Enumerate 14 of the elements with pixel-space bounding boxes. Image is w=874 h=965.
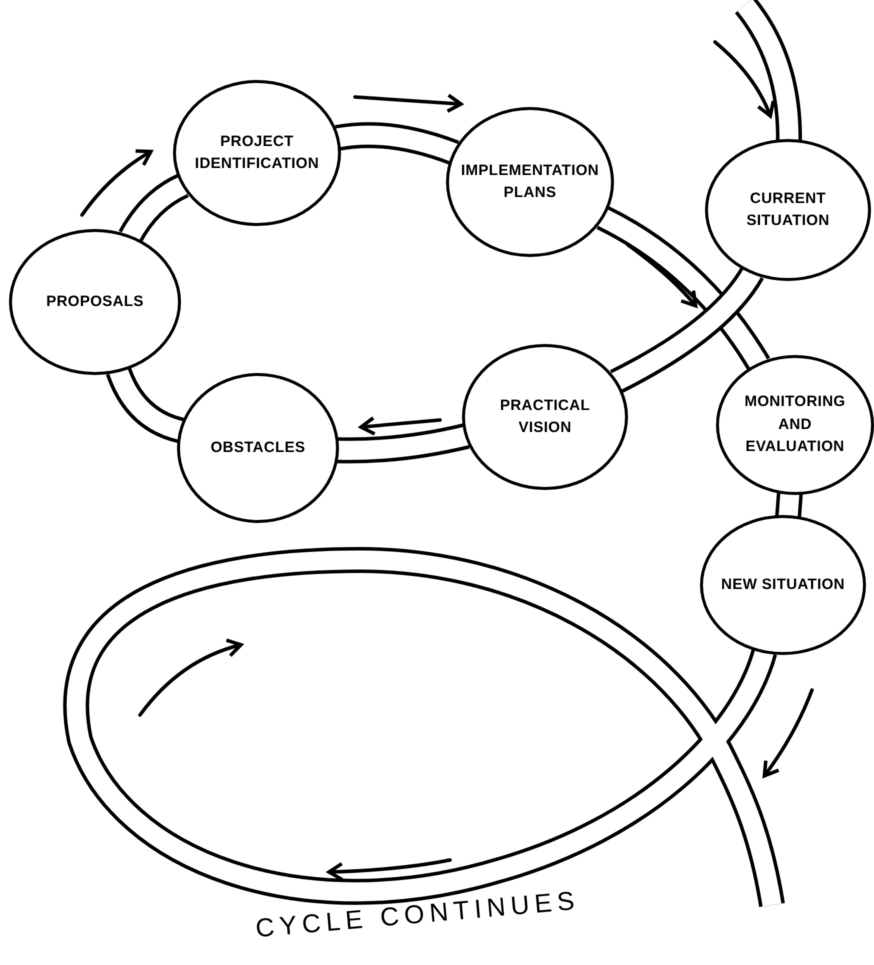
stage-label: PRACTICAL VISION bbox=[498, 396, 592, 438]
stage-label: PROPOSALS bbox=[46, 292, 144, 312]
stage-label: CURRENT SITUATION bbox=[745, 188, 831, 231]
track-band bbox=[734, 0, 802, 141]
track-band bbox=[335, 122, 459, 166]
stage-label: NEW SITUATION bbox=[721, 574, 845, 595]
track-band bbox=[775, 492, 803, 518]
stage-label: MONITORING AND EVALUATION bbox=[744, 392, 846, 458]
stage-label: IMPLEMENTATION PLANS bbox=[460, 160, 600, 203]
track-band bbox=[337, 423, 470, 464]
stage-label: OBSTACLES bbox=[210, 438, 306, 458]
track-band bbox=[64, 547, 785, 908]
cycle-caption: CYCLE CONTINUES bbox=[254, 884, 582, 946]
stage-label: PROJECT IDENTIFICATION bbox=[194, 132, 320, 174]
